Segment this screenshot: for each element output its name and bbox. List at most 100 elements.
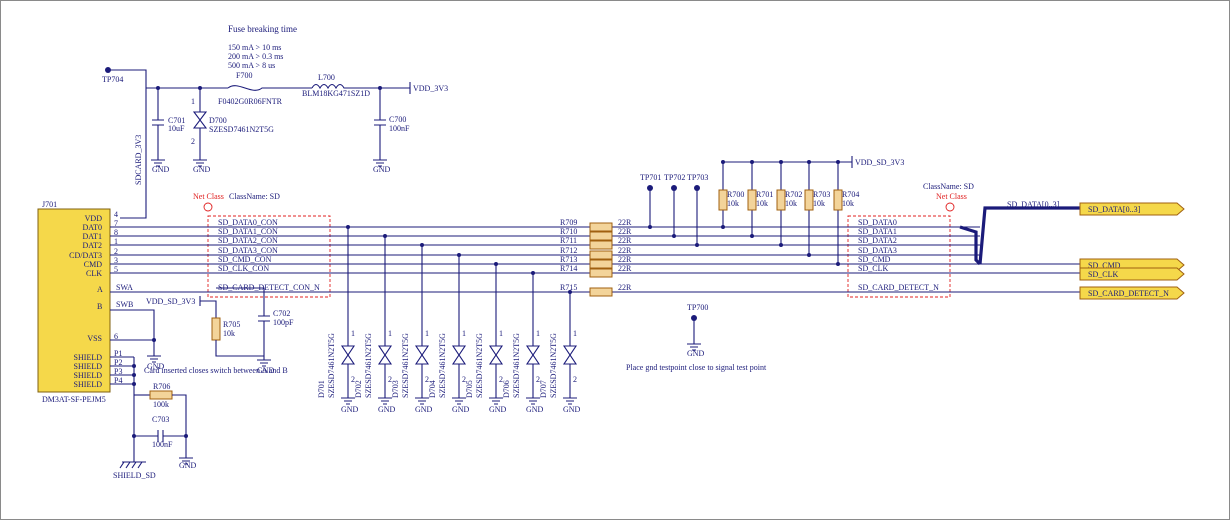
tp702-label: TP702 [664, 173, 685, 182]
connector-pin-number: P2 [114, 358, 122, 367]
classname-right: ClassName: SD [923, 182, 974, 191]
series-resistor-ref: R715 [560, 283, 577, 292]
connector-pin-name: DAT2 [82, 241, 102, 250]
port-sd-clk-label: SD_CLK [1088, 270, 1118, 279]
connector-pin-number: 7 [114, 219, 118, 228]
c702-gnd: GND [257, 366, 275, 375]
c701-ref: C701 [168, 116, 185, 125]
esd-ref: D707 [539, 380, 548, 398]
series-resistor [589, 259, 613, 269]
connector-pin-name: SHIELD [74, 362, 103, 371]
pullup-ref: R700 [727, 190, 744, 199]
c702-value: 100pF [273, 318, 294, 327]
tp701-label: TP701 [640, 173, 661, 182]
tp700-gnd: GND [687, 349, 705, 358]
esd-pin1: 1 [425, 329, 429, 338]
net-label-left: SD_DATA0_CON [218, 218, 278, 227]
port-sd-clk[interactable] [1079, 267, 1185, 281]
tp-note: Place gnd testpoint close to signal test… [626, 363, 767, 372]
series-resistor-ref: R710 [560, 227, 577, 236]
r706-ref: R706 [153, 382, 170, 391]
connector-pin-number: P4 [114, 376, 122, 385]
esd-part: SZESD7461N2T5G [512, 333, 521, 398]
series-resistor-value: 22R [618, 283, 632, 292]
connector-pin-name: DAT1 [82, 232, 102, 241]
esd-diode [377, 236, 393, 398]
connector-pin-name: SHIELD [74, 371, 103, 380]
series-resistor-value: 22R [618, 218, 632, 227]
pullup-resistors: VDD_SD_3V3 R70010kR70110kR70210kR70310kR… [718, 156, 904, 266]
c700-ref: C700 [389, 115, 406, 124]
esd-ref: D704 [428, 380, 437, 398]
r706-resistor [149, 390, 173, 400]
port-sd-data-bus[interactable] [1079, 202, 1185, 216]
fuse-part: F0402G0R06FNTR [218, 97, 283, 106]
c703-ref: C703 [152, 415, 169, 424]
esd-pin2: 2 [573, 375, 577, 384]
sdcard-net-label: SDCARD_3V3 [134, 135, 143, 185]
net-label-right: SD_CLK [858, 264, 888, 273]
series-resistor-value: 22R [618, 264, 632, 273]
esd-pin2: 2 [536, 375, 540, 384]
detect-note: Card inserted closes switch between A an… [144, 366, 288, 375]
port-sd-data-bus-label: SD_DATA[0..3] [1088, 205, 1141, 214]
d700-part: SZESD7461N2T5G [209, 125, 274, 134]
esd-pin2: 2 [425, 375, 429, 384]
pullup-value: 10k [813, 199, 825, 208]
connector-pin-number: 4 [114, 210, 118, 219]
esd-gnd: GND [341, 405, 359, 414]
esd-gnd: GND [563, 405, 581, 414]
shield-net-label: SHIELD_SD [113, 471, 156, 480]
connector-pin-name: VDD [85, 214, 103, 223]
shield-gnd: GND [179, 461, 197, 470]
series-resistor [589, 250, 613, 260]
pullup-resistor [804, 189, 814, 211]
esd-pin2: 2 [388, 375, 392, 384]
esd-part: SZESD7461N2T5G [364, 333, 373, 398]
pullup-ref: R702 [785, 190, 802, 199]
gnd-label: GND [152, 165, 170, 174]
fuse-ref: F700 [236, 71, 252, 80]
connector-pin-name: CLK [86, 269, 102, 278]
esd-part: SZESD7461N2T5G [401, 333, 410, 398]
esd-diode [562, 292, 578, 398]
net-label-right: SD_DATA2 [858, 236, 897, 245]
netclass-box-left [207, 215, 331, 298]
connector-pin-name: DAT0 [82, 223, 102, 232]
gnd-label: GND [373, 165, 391, 174]
net-label-left: SD_CLK_CON [218, 264, 269, 273]
connector-pin-name: SHIELD [74, 380, 103, 389]
connector-pin-number: 5 [114, 265, 118, 274]
c702-ref: C702 [273, 309, 290, 318]
port-sd-card-detect[interactable] [1079, 286, 1185, 300]
connector-pin-number: B [97, 302, 102, 311]
test-points: TP701 TP702 TP703 TP700 GND Place gnd te… [626, 173, 767, 372]
pullup-resistor [747, 189, 757, 211]
esd-part: SZESD7461N2T5G [549, 333, 558, 398]
pullup-ref: R704 [842, 190, 859, 199]
fuse-note-heading: Fuse breaking time [228, 24, 297, 34]
r705-value: 10k [223, 329, 235, 338]
detect-circuit: GND SWB SWA 6 VDD_SD_3V3 R705 10k C702 1… [110, 283, 294, 375]
esd-pin2: 2 [499, 375, 503, 384]
series-resistor [589, 231, 613, 241]
netclass-box-right [847, 215, 951, 298]
net-label-right: SD_DATA3 [858, 246, 897, 255]
fuse-note-line: 500 mA > 8 us [228, 61, 275, 70]
netclass-left: Net Class [193, 192, 224, 201]
esd-pin1: 1 [351, 329, 355, 338]
fuse-f700 [227, 85, 312, 91]
swb-label: SWB [116, 300, 133, 309]
classname-left: ClassName: SD [229, 192, 280, 201]
connector-pin-number: A [97, 285, 103, 294]
series-resistor-ref: R712 [560, 246, 577, 255]
esd-ref: D706 [502, 380, 511, 398]
net-label-left: SD_CARD_DETECT_CON_N [218, 283, 320, 292]
esd-pin1: 1 [499, 329, 503, 338]
power-section: TP704 SDCARD_3V3 C701 10uF GND 1 2 D700 … [102, 67, 448, 219]
